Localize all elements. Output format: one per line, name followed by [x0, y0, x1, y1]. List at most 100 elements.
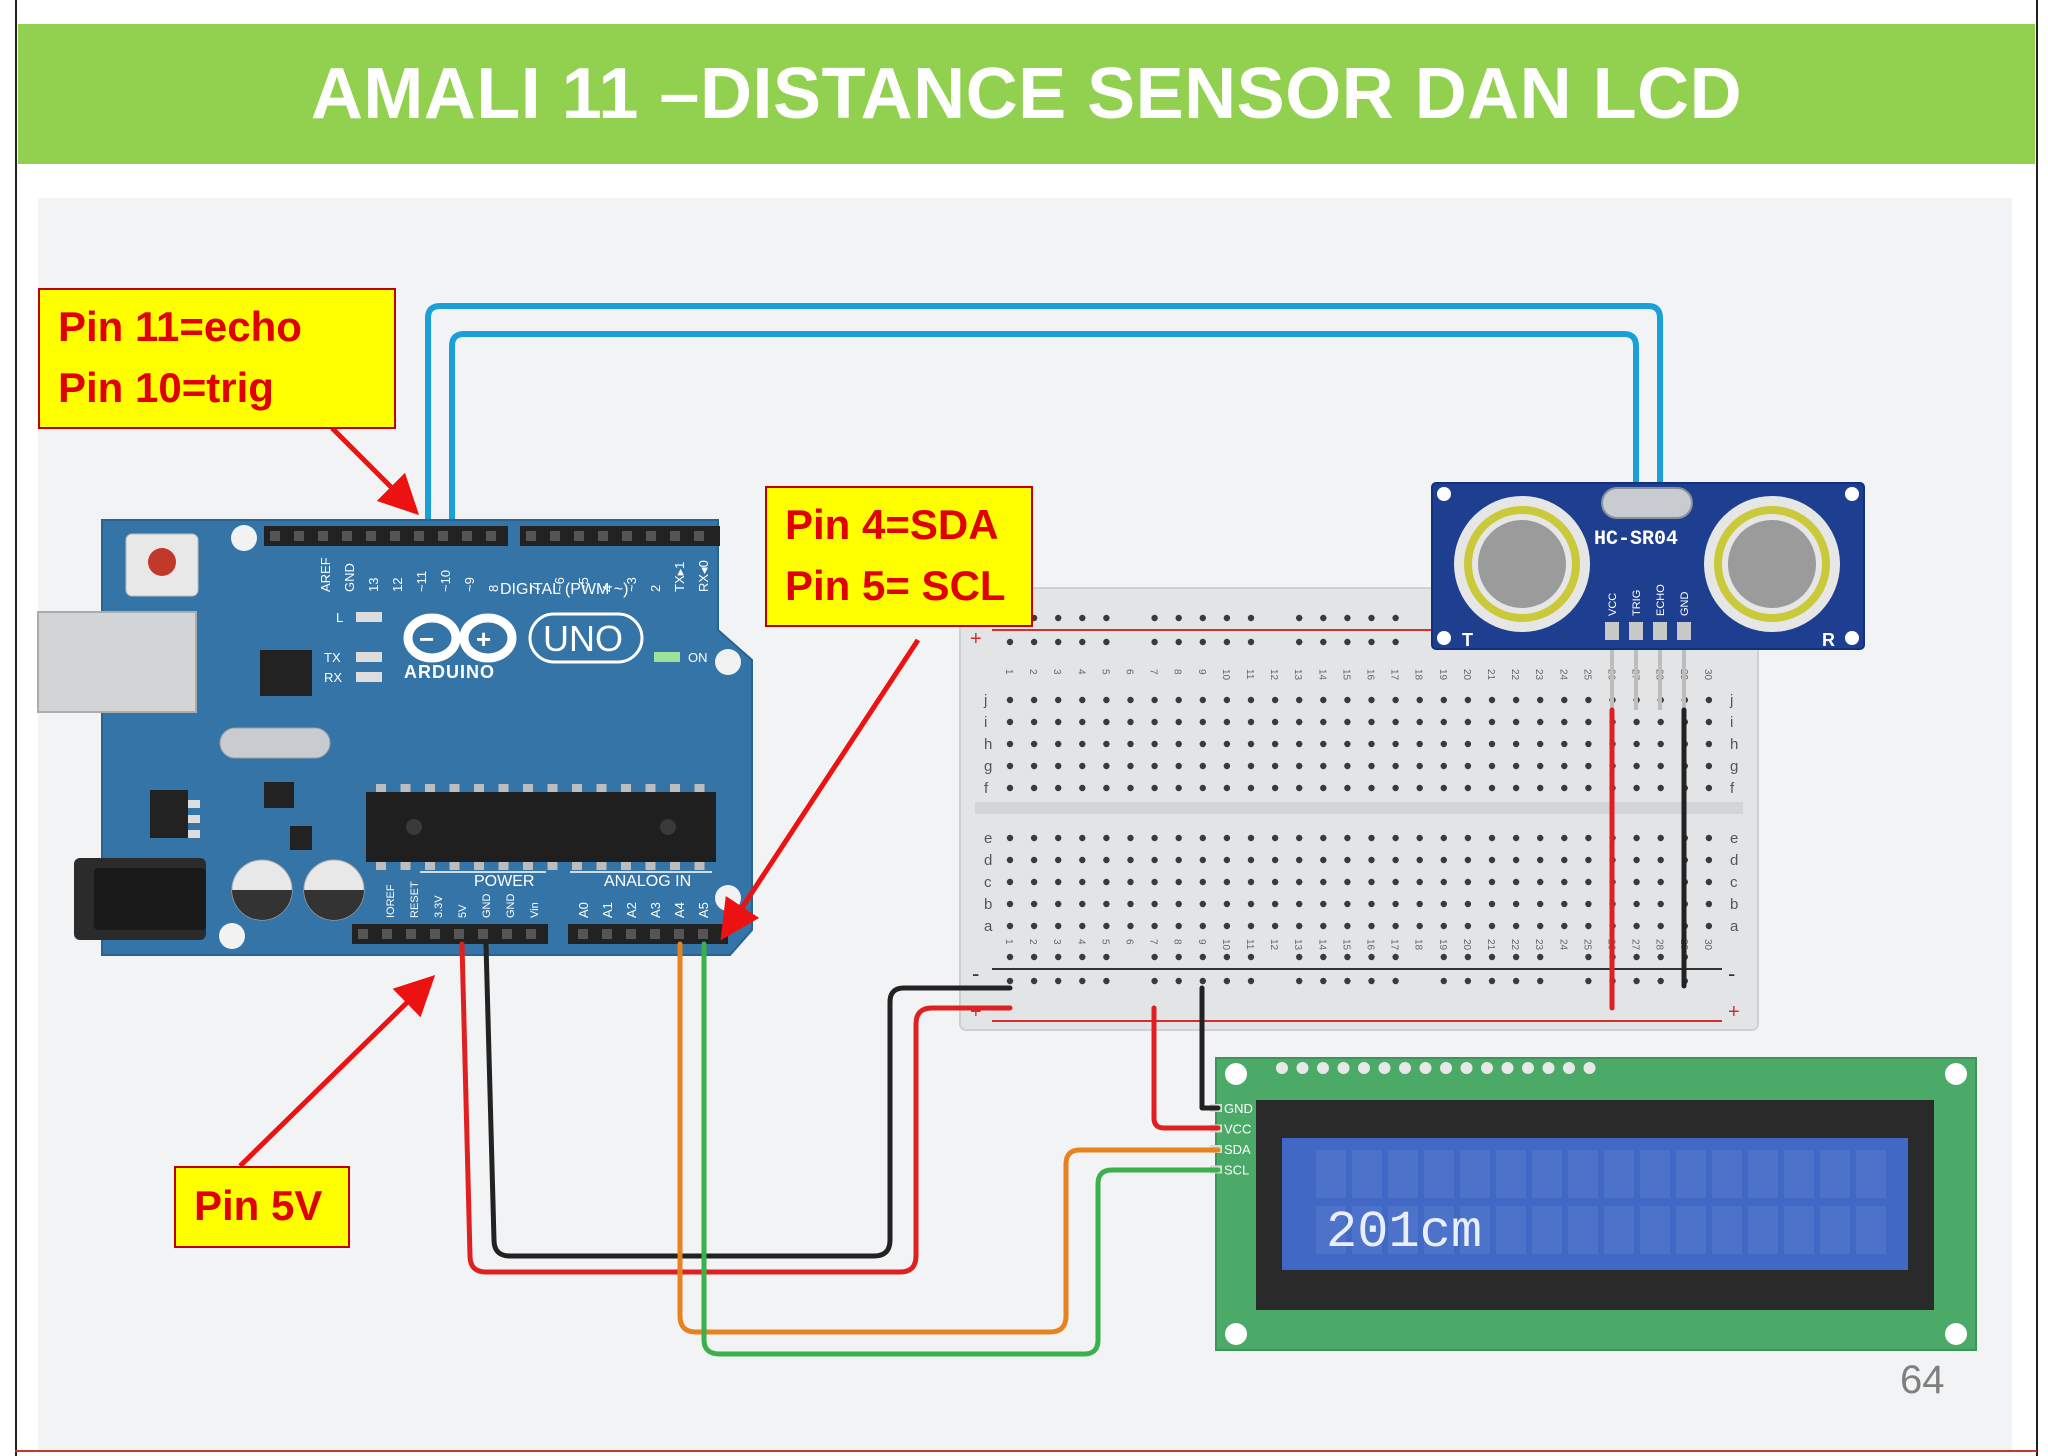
chip-leg — [572, 784, 582, 792]
breadboard-hole — [1440, 900, 1448, 908]
column-number-bottom: 24 — [1557, 939, 1568, 951]
breadboard-hole — [1247, 718, 1255, 726]
column-number-top: 10 — [1220, 669, 1231, 681]
arduino-uno-board: − + ARDUINO UNO L TX RX ON DIGITAL (PWM … — [37, 519, 753, 956]
lcd-cell — [1388, 1206, 1418, 1254]
breadboard-hole — [1368, 900, 1375, 908]
arduino-infinity-logo — [403, 613, 517, 663]
breadboard-hole — [1151, 834, 1158, 842]
rail-hole — [1296, 953, 1303, 961]
breadboard-hole — [1705, 900, 1713, 908]
breadboard-hole — [1055, 900, 1062, 908]
row-letter-left: d — [984, 852, 992, 869]
chip-leg — [474, 784, 484, 792]
breadboard-hole — [1151, 740, 1158, 748]
breadboard-hole — [1368, 696, 1375, 704]
callout-echo-trig: Pin 11=echo Pin 10=trig — [38, 288, 396, 429]
breadboard-hole — [1079, 856, 1086, 864]
breadboard-hole — [1127, 762, 1134, 770]
column-number-bottom: 7 — [1148, 939, 1159, 945]
rail-hole — [1247, 614, 1255, 622]
lcd-cell — [1388, 1150, 1418, 1198]
row-letter-left: f — [984, 780, 989, 797]
breadboard-hole — [1199, 900, 1207, 908]
row-letter-left: j — [983, 692, 987, 709]
digital-pin-label: ~5 — [576, 577, 591, 592]
chip-leg — [694, 862, 705, 870]
breadboard-hole — [1488, 878, 1496, 886]
analog-pin-label: A3 — [648, 902, 663, 918]
header-hole — [406, 929, 416, 939]
chip-leg — [498, 862, 509, 870]
breadboard-hole — [1537, 878, 1544, 886]
breadboard-hole — [1392, 856, 1399, 864]
lcd-character-cells — [1316, 1150, 1886, 1254]
usb-connector — [37, 611, 197, 713]
breadboard-hole — [1151, 718, 1158, 726]
breadboard-hole — [1103, 718, 1110, 726]
row-letter-right: h — [1730, 736, 1738, 753]
breadboard-hole — [1247, 922, 1255, 930]
rail-hole — [1223, 638, 1231, 646]
breadboard-hole — [1006, 900, 1014, 908]
rail-hole — [1175, 614, 1182, 622]
breadboard-hole — [1416, 762, 1423, 770]
rail-hole — [1006, 638, 1014, 646]
rail-hole — [1103, 953, 1110, 961]
row-letter-right: d — [1730, 852, 1738, 869]
power-pin-label: IOREF — [385, 884, 397, 918]
breadboard-hole — [1175, 718, 1182, 726]
breadboard-hole — [1657, 922, 1664, 930]
breadboard-hole — [1103, 740, 1110, 748]
rail-hole — [1320, 953, 1327, 961]
breadboard-hole — [1633, 834, 1640, 842]
digital-pin-label: 2 — [648, 585, 663, 592]
column-number-bottom: 30 — [1702, 939, 1713, 951]
chip-leg — [523, 862, 533, 870]
header-hole — [478, 929, 488, 939]
breadboard-hole — [1006, 878, 1014, 886]
column-number-bottom: 27 — [1630, 939, 1641, 951]
breadboard-hole — [1296, 696, 1303, 704]
breadboard-hole — [1561, 784, 1568, 792]
lcd-top-pin — [1358, 1062, 1370, 1074]
lcd-top-pin — [1563, 1062, 1575, 1074]
breadboard-hole — [1055, 718, 1062, 726]
breadboard-hole — [1103, 856, 1110, 864]
breadboard-hole — [1271, 740, 1279, 748]
breadboard-hole — [1320, 784, 1327, 792]
column-number-bottom: 4 — [1075, 939, 1086, 945]
column-number-bottom: 1 — [1003, 939, 1014, 945]
lcd-top-pin — [1460, 1062, 1473, 1074]
breadboard-hole — [1657, 834, 1664, 842]
column-number-top: 6 — [1124, 669, 1135, 675]
sensor-pin-pad — [1605, 622, 1619, 640]
breadboard-hole — [1151, 878, 1158, 886]
breadboard-hole — [1055, 878, 1062, 886]
breadboard-hole — [1705, 718, 1713, 726]
breadboard-hole — [1175, 784, 1182, 792]
breadboard-hole — [1030, 922, 1038, 930]
sensor-pin-label: ECHO — [1655, 584, 1667, 616]
lcd-cell — [1460, 1150, 1490, 1198]
breadboard-hole — [1296, 740, 1303, 748]
breadboard-hole — [1079, 878, 1086, 886]
breadboard-hole — [1705, 762, 1713, 770]
chip-leg — [425, 784, 435, 792]
breadboard-hole — [1175, 740, 1182, 748]
breadboard-hole — [1416, 740, 1423, 748]
breadboard-hole — [1030, 856, 1038, 864]
lcd-cell — [1352, 1206, 1382, 1254]
digital-pin-label: ~6 — [552, 577, 567, 592]
breadboard-hole — [1271, 922, 1279, 930]
power-pin-label: Vin — [529, 902, 541, 918]
breadboard-hole — [1368, 740, 1375, 748]
breadboard-hole — [1151, 784, 1158, 792]
svg-text:+: + — [476, 624, 491, 654]
breadboard-hole — [1416, 718, 1423, 726]
breadboard-hole — [1296, 922, 1303, 930]
lcd-cell — [1604, 1206, 1634, 1254]
breadboard-hole — [1223, 834, 1231, 842]
